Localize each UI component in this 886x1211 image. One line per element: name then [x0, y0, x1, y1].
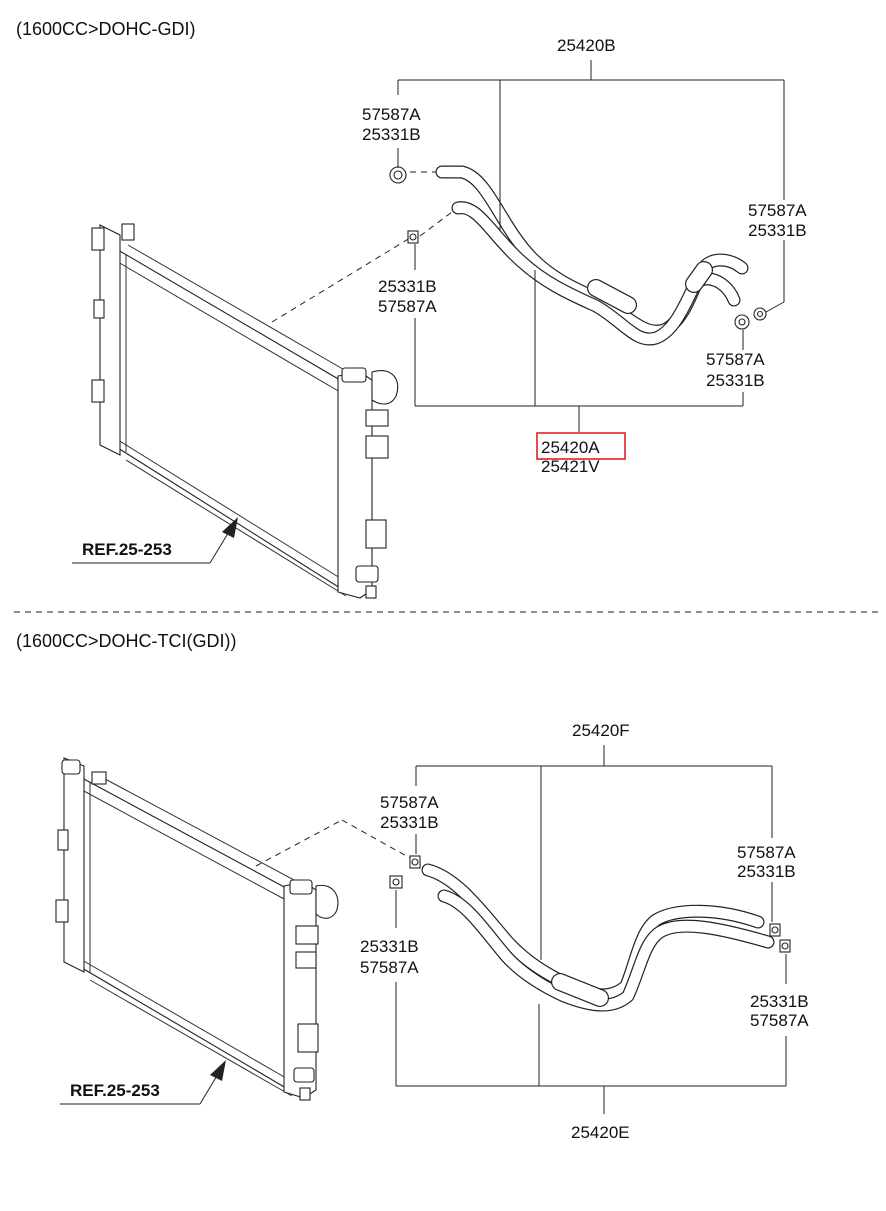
clamp-icon: [753, 307, 767, 321]
label-25420F: 25420F: [572, 721, 630, 740]
highlight-box: [536, 432, 626, 460]
label-57587A: 57587A: [750, 1011, 809, 1030]
arrow-icon: [210, 1060, 226, 1081]
clamp-icon: [734, 314, 750, 330]
label-57587A: 57587A: [362, 105, 421, 124]
section-1: (1600CC>DOHC-GDI): [16, 19, 807, 599]
label-25331B: 25331B: [748, 221, 807, 240]
ref-label[interactable]: REF.25-253: [82, 540, 172, 559]
section-1-header: (1600CC>DOHC-GDI): [16, 19, 196, 39]
radiator-drawing: [91, 223, 399, 599]
arrow-icon: [222, 517, 238, 538]
label-25331B: 25331B: [380, 813, 439, 832]
label-25331B: 25331B: [750, 992, 809, 1011]
section-2-header: (1600CC>DOHC-TCI(GDI)): [16, 631, 237, 651]
radiator-drawing: [55, 757, 339, 1101]
label-25331B: 25331B: [706, 371, 765, 390]
clamp-icon: [409, 855, 421, 869]
clamp-icon: [769, 923, 781, 937]
clamp-icon: [407, 230, 419, 244]
clamp-icon: [779, 939, 791, 953]
section-2: (1600CC>DOHC-TCI(GDI)): [16, 631, 809, 1142]
ref-label[interactable]: REF.25-253: [70, 1081, 160, 1100]
label-57587A: 57587A: [378, 297, 437, 316]
label-57587A: 57587A: [737, 843, 796, 862]
hose-drawing: [421, 863, 775, 1012]
label-25421V: 25421V: [541, 457, 600, 476]
dashed-leader: [255, 819, 343, 867]
label-25331B: 25331B: [360, 937, 419, 956]
label-57587A: 57587A: [380, 793, 439, 812]
label-25420E: 25420E: [571, 1123, 630, 1142]
label-57587A: 57587A: [706, 350, 765, 369]
label-25331B: 25331B: [362, 125, 421, 144]
clamp-icon: [389, 875, 403, 889]
clamp-icon: [389, 166, 407, 184]
label-25420A[interactable]: 25420A: [541, 438, 600, 457]
dashed-leader: [271, 237, 411, 323]
label-57587A: 57587A: [748, 201, 807, 220]
label-57587A: 57587A: [360, 958, 419, 977]
label-25331B: 25331B: [378, 277, 437, 296]
hose-drawing: [435, 165, 749, 346]
label-25331B: 25331B: [737, 862, 796, 881]
label-25420B: 25420B: [557, 36, 616, 55]
